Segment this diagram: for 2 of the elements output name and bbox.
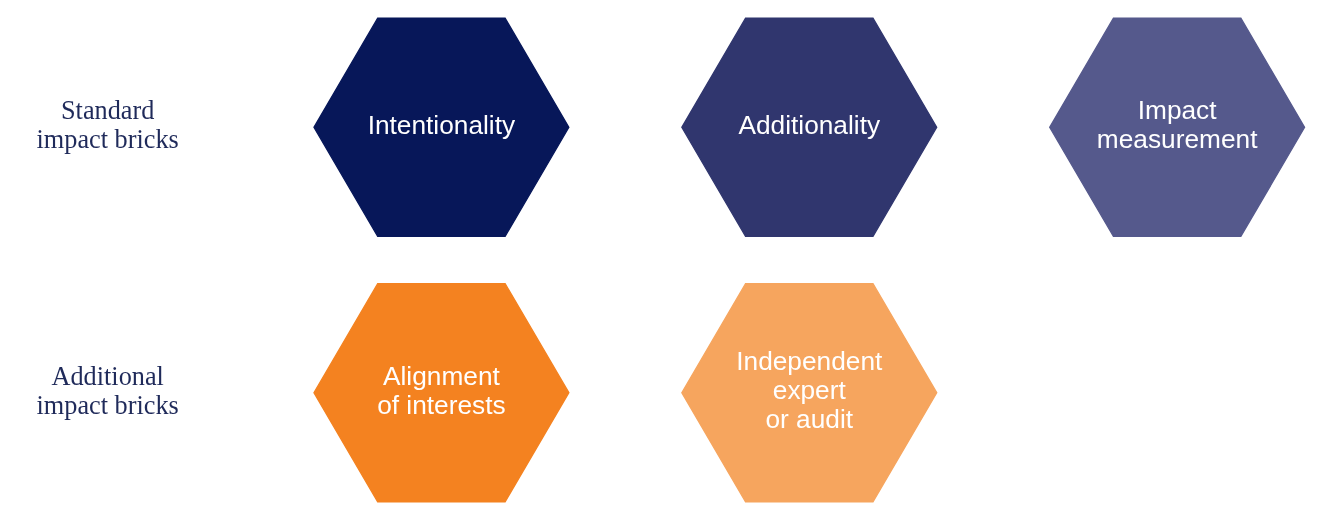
label: Standard impact bricks: [36, 96, 179, 155]
label: Additional impact bricks: [36, 361, 179, 420]
